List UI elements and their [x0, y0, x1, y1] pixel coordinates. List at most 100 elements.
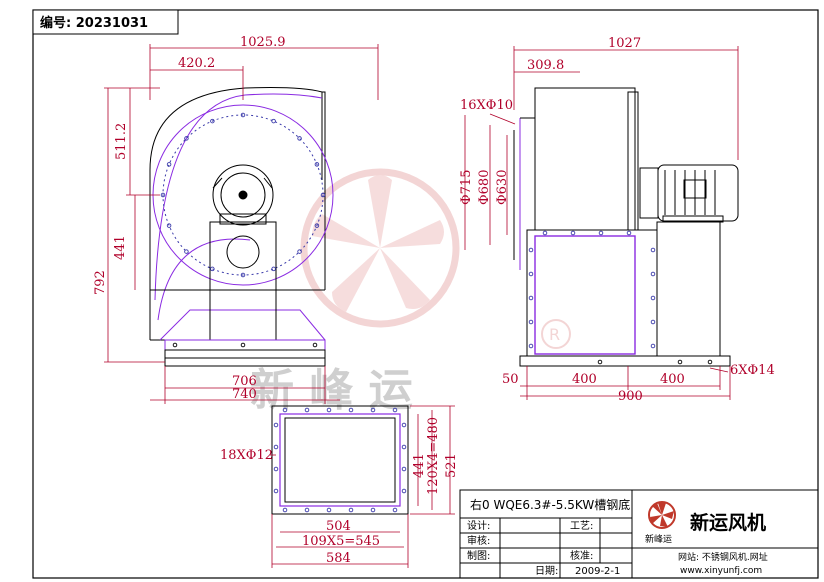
dim-side-d1: Φ715 — [459, 170, 474, 205]
bolt-hole — [273, 422, 279, 428]
dim-outlet-outer-h: 521 — [444, 453, 459, 478]
model-name: 右0 WQE6.3#-5.5KW槽钢底 — [470, 497, 630, 512]
bolt-hole — [210, 266, 215, 272]
bolt-hole — [271, 266, 276, 272]
company-name: 新运风机 — [690, 511, 766, 534]
drawing-date: 2009-2-1 — [575, 566, 620, 577]
bolt-hole — [528, 319, 534, 325]
dim-outlet-outer-w: 584 — [326, 551, 351, 566]
dim-side-holes: 16XΦ10 — [460, 98, 513, 113]
bolt-hole — [282, 507, 288, 513]
bolt-hole — [184, 249, 189, 254]
outlet-flange-view — [271, 405, 409, 515]
svg-text:R: R — [549, 325, 560, 344]
bolt-hole — [172, 342, 178, 348]
bolt-hole — [314, 162, 320, 167]
website-label: 网站: 不锈钢风机.网址 — [678, 551, 768, 563]
bolt-hole — [240, 112, 246, 118]
company-logo — [648, 501, 676, 529]
bolt-hole — [160, 192, 166, 198]
bolt-hole — [650, 271, 656, 277]
dim-outlet-inner-w: 504 — [326, 519, 351, 534]
bolt-hole — [320, 192, 326, 198]
outlet-dimension-lines — [270, 405, 455, 568]
bolt-hole — [401, 422, 407, 428]
bolt-hole — [273, 444, 279, 450]
dim-front-center-height: 441 — [113, 235, 128, 260]
title-block — [459, 489, 819, 579]
bolt-hole — [312, 342, 318, 348]
bolt-hole — [314, 223, 320, 228]
side-dimension-lines — [464, 46, 739, 400]
bolt-hole — [184, 136, 189, 141]
bolt-hole — [626, 230, 632, 236]
bolt-hole — [370, 507, 376, 513]
bolt-hole — [528, 271, 534, 277]
bolt-hole — [326, 407, 332, 413]
bolt-hole — [528, 343, 534, 349]
bolt-hole — [650, 343, 656, 349]
dim-front-width: 1025.9 — [240, 35, 286, 50]
bolt-hole — [273, 488, 279, 494]
bolt-hole — [273, 466, 279, 472]
dim-side-width: 1027 — [608, 36, 641, 51]
dim-side-offset: 309.8 — [527, 58, 564, 73]
bolt-hole — [598, 230, 604, 236]
dim-front-base-inner: 706 — [232, 374, 257, 389]
drawing-number: 编号: 20231031 — [40, 15, 148, 31]
row-label-drafter: 制图: — [467, 549, 490, 562]
craft-label: 工艺: — [570, 520, 593, 532]
bolt-hole — [240, 342, 246, 348]
bolt-hole — [392, 507, 398, 513]
bolt-hole — [528, 247, 534, 253]
side-view — [513, 87, 739, 367]
bolt-hole — [304, 407, 310, 413]
dim-side-span-b: 400 — [660, 372, 685, 387]
dim-side-d3: Φ630 — [495, 170, 510, 205]
watermark-text: 新 峰 运 — [250, 365, 413, 416]
bolt-hole — [392, 407, 398, 413]
check-label: 核准: — [570, 549, 593, 562]
sheet-border — [32, 9, 819, 579]
bolt-hole — [707, 359, 713, 365]
watermark: R — [300, 168, 571, 349]
bolt-hole — [348, 407, 354, 413]
dim-front-inlet-offset: 420.2 — [178, 56, 215, 71]
bolt-hole — [677, 359, 683, 365]
front-view — [149, 87, 334, 367]
front-dimension-lines — [104, 44, 379, 404]
bolt-hole — [166, 162, 172, 167]
bolt-hole — [650, 247, 656, 253]
row-label-review: 审核: — [467, 534, 490, 547]
drawing-number-box — [32, 9, 179, 35]
dim-front-total-height: 792 — [93, 270, 108, 295]
bolt-hole — [348, 507, 354, 513]
bolt-hole — [210, 118, 215, 124]
bolt-hole — [370, 407, 376, 413]
dim-side-total: 900 — [618, 389, 643, 404]
dim-front-upper-height: 511.2 — [114, 123, 129, 160]
bolt-hole — [528, 295, 534, 301]
bolt-hole — [166, 223, 172, 228]
bolt-hole — [304, 507, 310, 513]
bolt-holes — [160, 112, 713, 513]
bolt-hole — [650, 319, 656, 325]
dim-side-base-holes: 6XΦ14 — [730, 363, 775, 378]
logo-text: 新峰运 — [645, 533, 672, 545]
bolt-hole — [650, 295, 656, 301]
dim-front-base-outer: 740 — [232, 387, 257, 402]
dim-outlet-holes: 18XΦ12 — [220, 448, 273, 463]
row-label-design: 设计: — [467, 519, 490, 532]
dim-side-left-offset: 50 — [502, 372, 519, 387]
bolt-hole — [401, 466, 407, 472]
dim-side-span-a: 400 — [572, 372, 597, 387]
website-url: www.xinyunfj.com — [680, 566, 762, 576]
date-label: 日期: — [535, 565, 558, 577]
bolt-hole — [401, 488, 407, 494]
bolt-hole — [240, 272, 246, 278]
bolt-hole — [401, 444, 407, 450]
bolt-hole — [271, 118, 276, 124]
dim-side-d2: Φ680 — [477, 170, 492, 205]
